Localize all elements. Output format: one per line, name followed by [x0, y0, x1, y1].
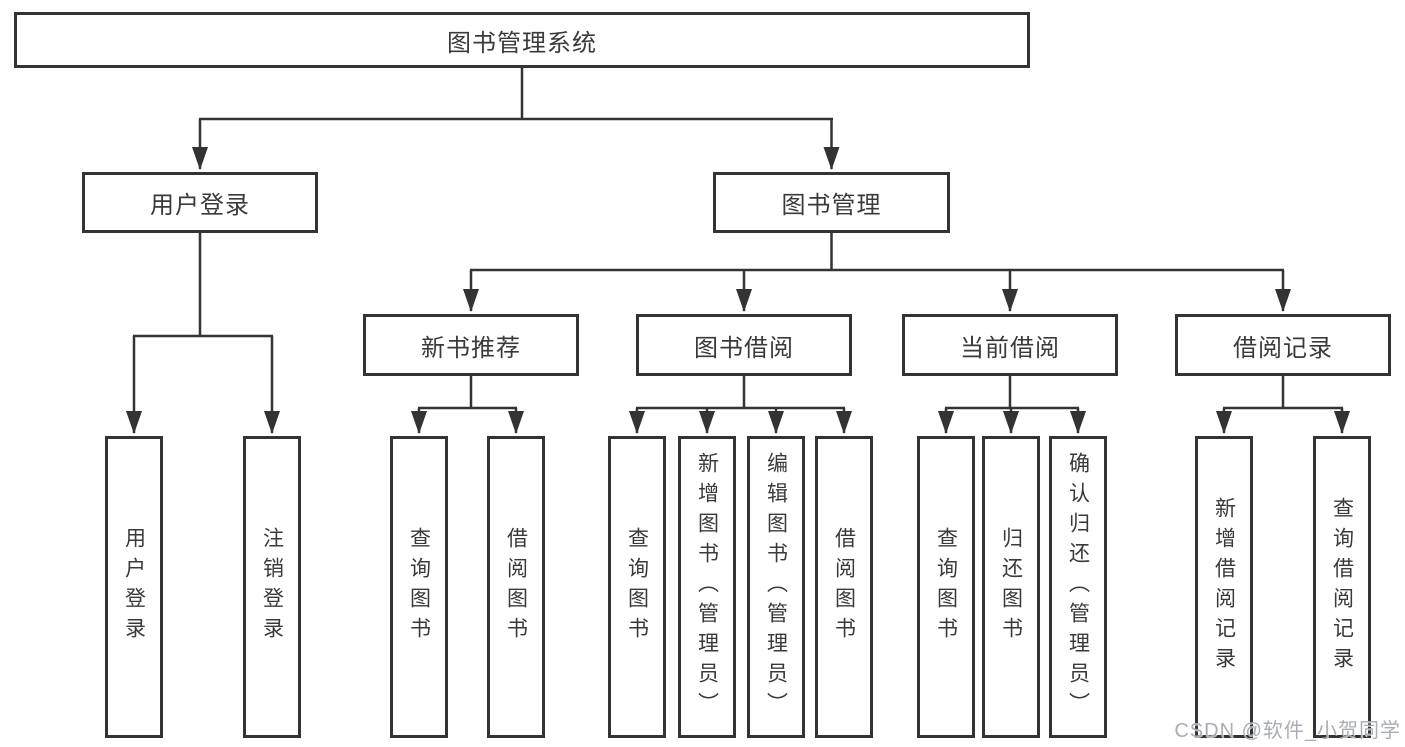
leaf-label: 查询图书 [934, 527, 958, 647]
leaf-label: 借阅图书 [832, 527, 856, 647]
leaf-records-query-record: 查询借阅记录 [1313, 436, 1371, 738]
leaf-label: 编辑图书（管理员） [764, 452, 788, 722]
leaf-current-return-books: 归还图书 [982, 436, 1040, 738]
leaf-label: 查询借阅记录 [1330, 497, 1354, 677]
leaf-label: 查询图书 [625, 527, 649, 647]
node-book-management: 图书管理 [713, 172, 950, 233]
leaf-label: 确认归还（管理员） [1066, 452, 1090, 722]
leaf-label: 借阅图书 [504, 527, 528, 647]
node-label: 图书借阅 [694, 334, 794, 362]
node-label: 用户登录 [150, 192, 250, 219]
node-current-borrow: 当前借阅 [902, 314, 1118, 376]
csdn-watermark: CSDN @软件_小贺同学 [1174, 720, 1401, 742]
leaf-label: 注销登录 [260, 527, 284, 647]
leaf-borrow-edit-books-admin: 编辑图书（管理员） [747, 436, 805, 738]
leaf-newbook-borrow-books: 借阅图书 [487, 436, 545, 738]
leaf-current-query-books: 查询图书 [917, 436, 975, 738]
leaf-records-add-record: 新增借阅记录 [1195, 436, 1253, 738]
leaf-newbook-query-books: 查询图书 [390, 436, 448, 738]
leaf-label: 用户登录 [122, 527, 146, 647]
leaf-label: 新增图书（管理员） [695, 452, 719, 722]
leaf-logout: 注销登录 [243, 436, 301, 738]
node-root-library-system: 图书管理系统 [14, 12, 1030, 68]
node-user-login: 用户登录 [82, 172, 318, 233]
node-label: 新书推荐 [421, 334, 521, 362]
leaf-label: 新增借阅记录 [1212, 497, 1236, 677]
node-book-borrow: 图书借阅 [636, 314, 852, 376]
node-label: 图书管理 [781, 192, 882, 219]
node-new-book-recommend: 新书推荐 [363, 314, 579, 376]
leaf-borrow-query-books: 查询图书 [608, 436, 666, 738]
node-label: 当前借阅 [960, 334, 1060, 362]
leaf-borrow-borrow-books: 借阅图书 [815, 436, 873, 738]
leaf-current-confirm-return-admin: 确认归还（管理员） [1049, 436, 1107, 738]
node-label: 借阅记录 [1233, 334, 1333, 362]
leaf-label: 归还图书 [999, 527, 1023, 647]
leaf-label: 查询图书 [407, 527, 431, 647]
node-borrow-records: 借阅记录 [1175, 314, 1391, 376]
leaf-user-login: 用户登录 [105, 436, 163, 738]
leaf-borrow-add-books-admin: 新增图书（管理员） [678, 436, 736, 738]
node-label: 图书管理系统 [447, 29, 597, 57]
